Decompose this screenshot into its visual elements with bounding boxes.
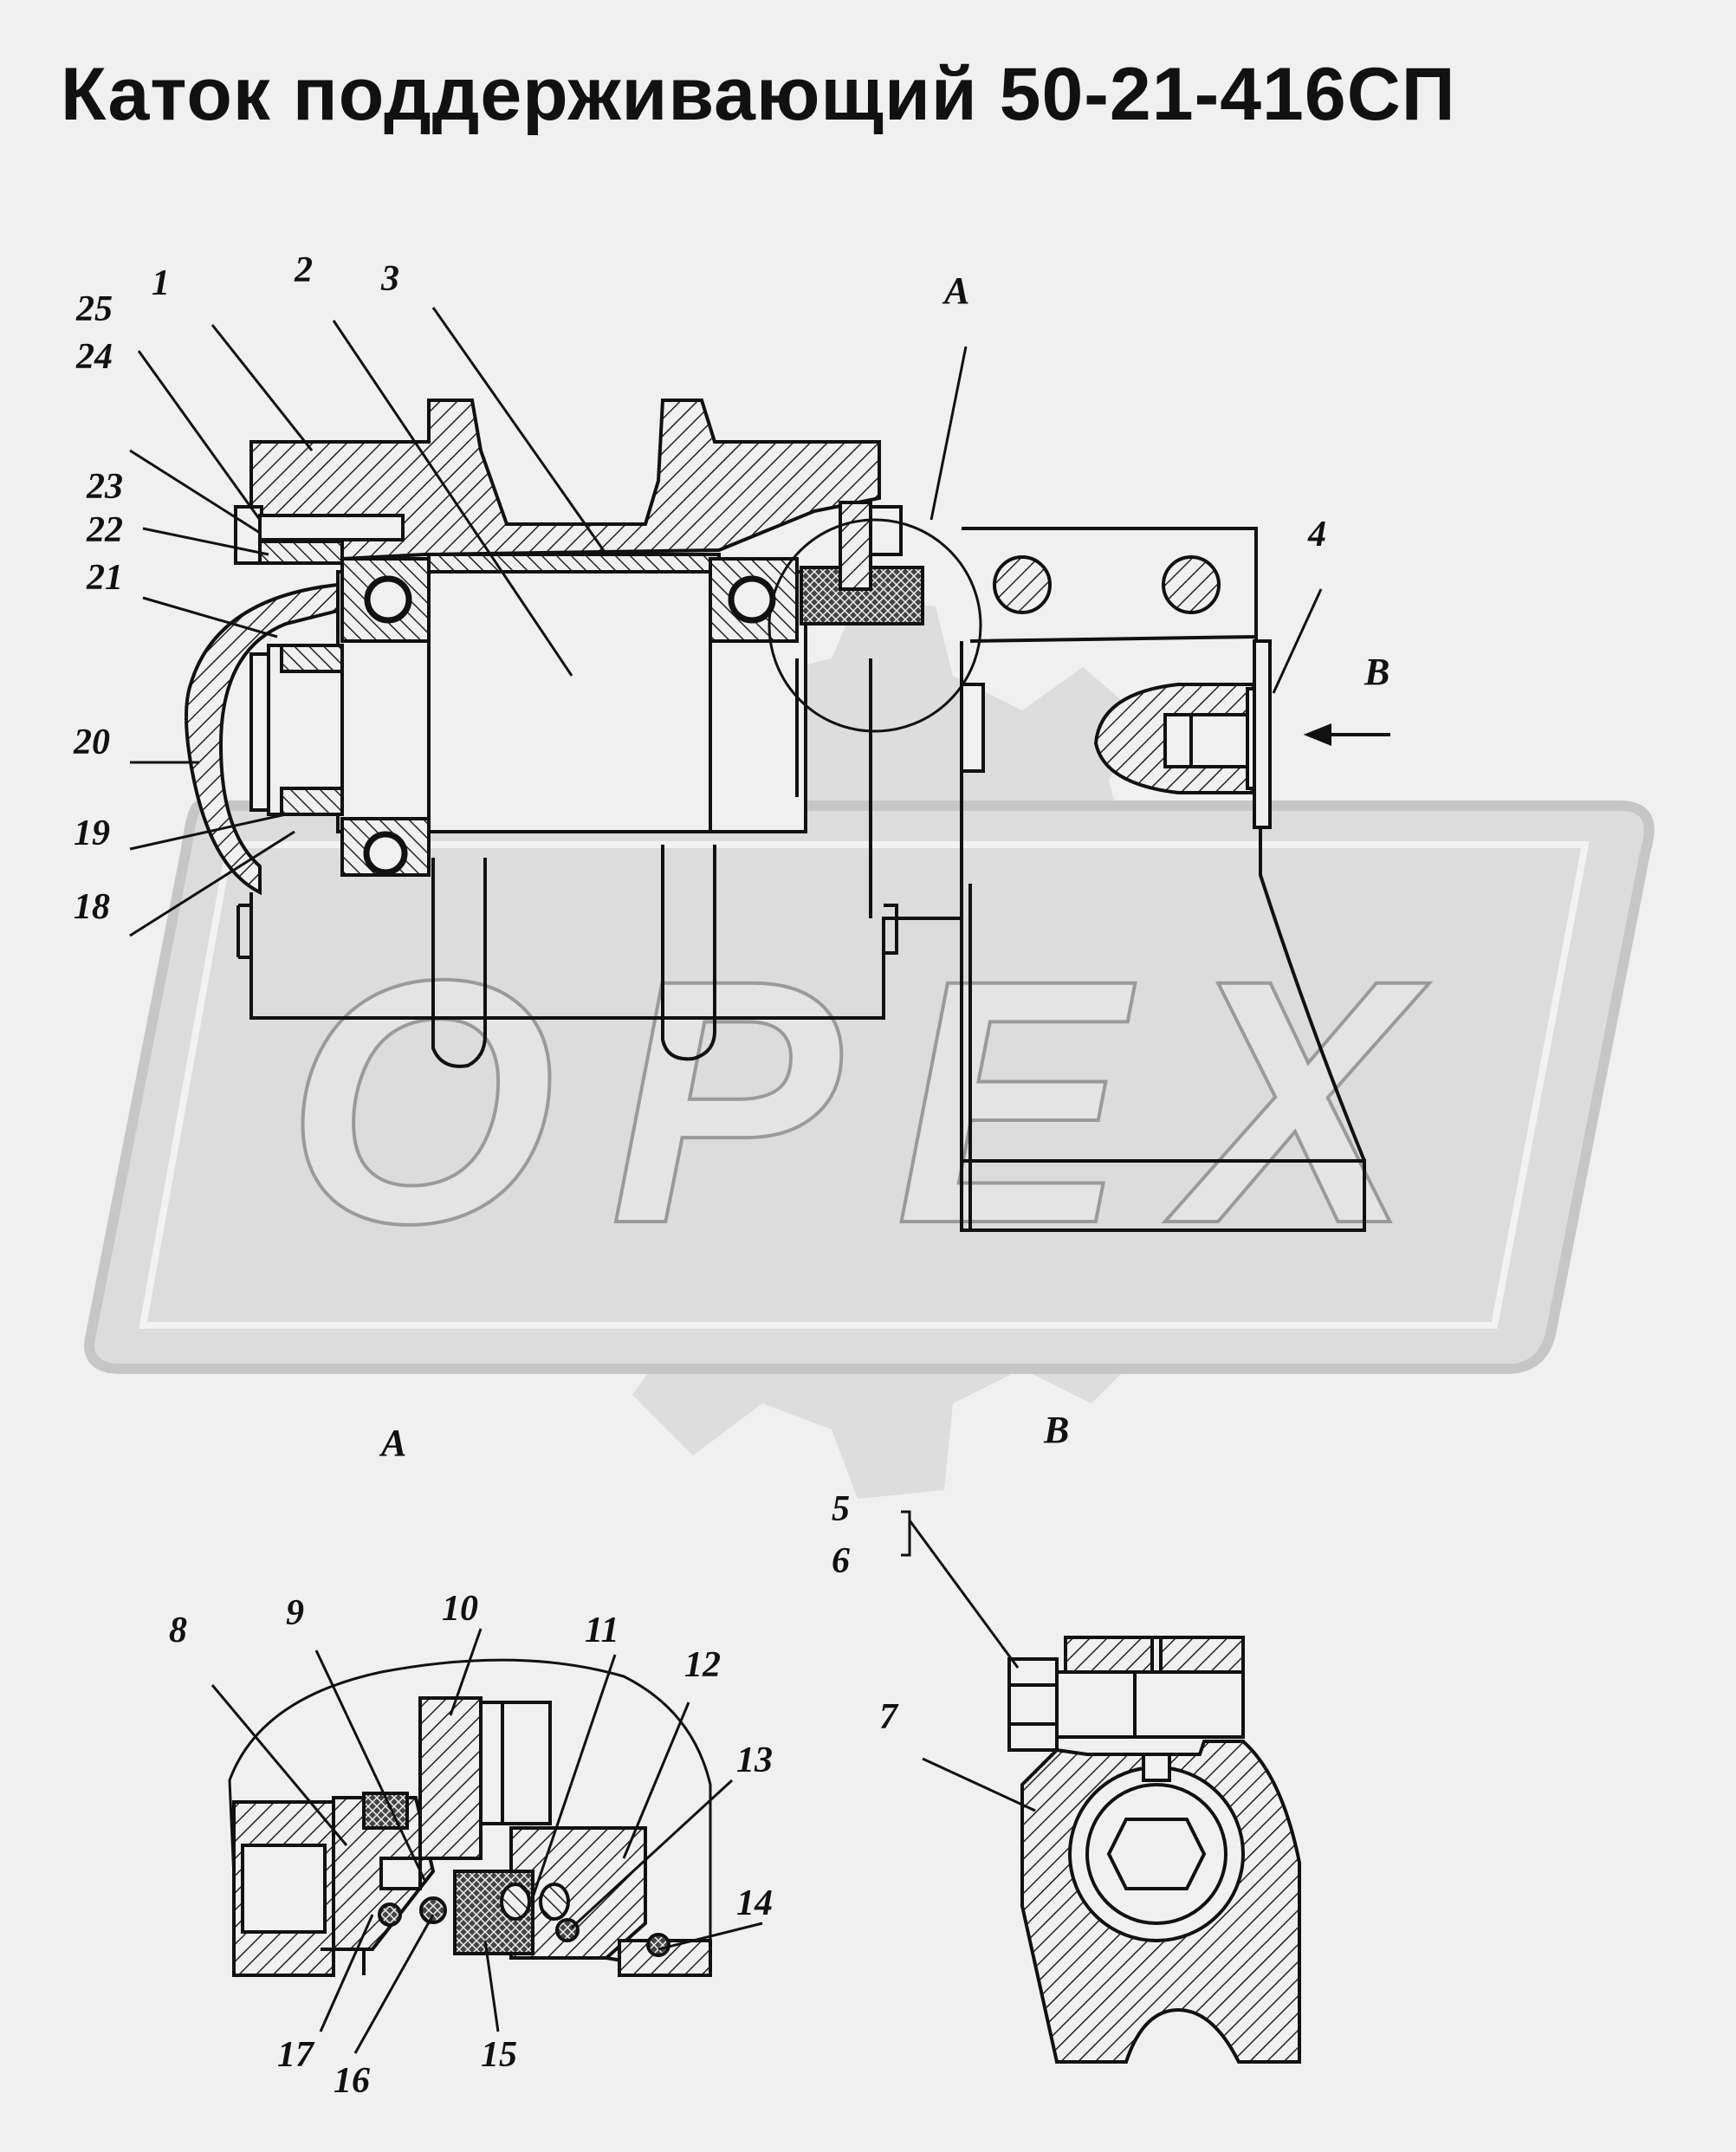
callout-6: 6 xyxy=(832,1541,850,1581)
section-B-label: B xyxy=(1043,1409,1069,1451)
page-title: Каток поддерживающий 50-21-416СП xyxy=(61,53,1456,136)
callouts-detail-B: 5 6 7 xyxy=(832,1489,899,1737)
callout-5: 5 xyxy=(832,1489,850,1529)
callout-10: 10 xyxy=(442,1589,478,1629)
callout-16: 16 xyxy=(334,2061,370,2101)
callouts-detail-A: 8 9 10 11 12 13 14 15 16 17 xyxy=(169,1589,773,2101)
detail-circle-A xyxy=(768,518,982,733)
callout-15: 15 xyxy=(481,2035,517,2075)
callout-17: 17 xyxy=(277,2035,315,2075)
watermark-plate xyxy=(84,801,1655,1374)
bracket-hole-1 xyxy=(993,555,1052,614)
callout-21: 21 xyxy=(86,558,123,598)
callout-22: 22 xyxy=(86,510,123,550)
leader-lines-main xyxy=(129,307,1323,937)
callout-3: 3 xyxy=(380,259,399,299)
detail-A-view: A xyxy=(211,1422,763,2054)
callout-20: 20 xyxy=(73,723,110,762)
callout-1: 1 xyxy=(152,263,170,303)
callout-9: 9 xyxy=(286,1593,304,1633)
callout-24: 24 xyxy=(75,337,113,377)
callout-19: 19 xyxy=(74,813,110,853)
roller-body xyxy=(249,399,881,566)
arrow-B-label: B xyxy=(1364,651,1389,693)
callout-11: 11 xyxy=(585,1611,619,1650)
callouts-main: 1 2 3 4 25 24 23 22 21 20 19 18 A B xyxy=(73,250,1389,927)
callout-4: 4 xyxy=(1307,515,1326,554)
callout-14: 14 xyxy=(736,1883,773,1923)
left-cover xyxy=(185,582,340,896)
callout-13: 13 xyxy=(736,1740,773,1780)
callout-2: 2 xyxy=(294,250,313,290)
main-section-view xyxy=(185,399,1390,1232)
circle-A-label: A xyxy=(942,269,969,312)
callout-18: 18 xyxy=(74,887,110,927)
bracket-hole-2 xyxy=(1162,555,1221,614)
callout-7: 7 xyxy=(879,1697,899,1737)
section-A-label: A xyxy=(379,1422,406,1464)
detail-B-view: B xyxy=(901,1409,1301,2064)
callout-12: 12 xyxy=(684,1645,721,1685)
bracket xyxy=(962,527,1258,643)
callout-8: 8 xyxy=(169,1611,187,1650)
callout-25: 25 xyxy=(75,289,113,329)
callout-23: 23 xyxy=(86,467,123,507)
